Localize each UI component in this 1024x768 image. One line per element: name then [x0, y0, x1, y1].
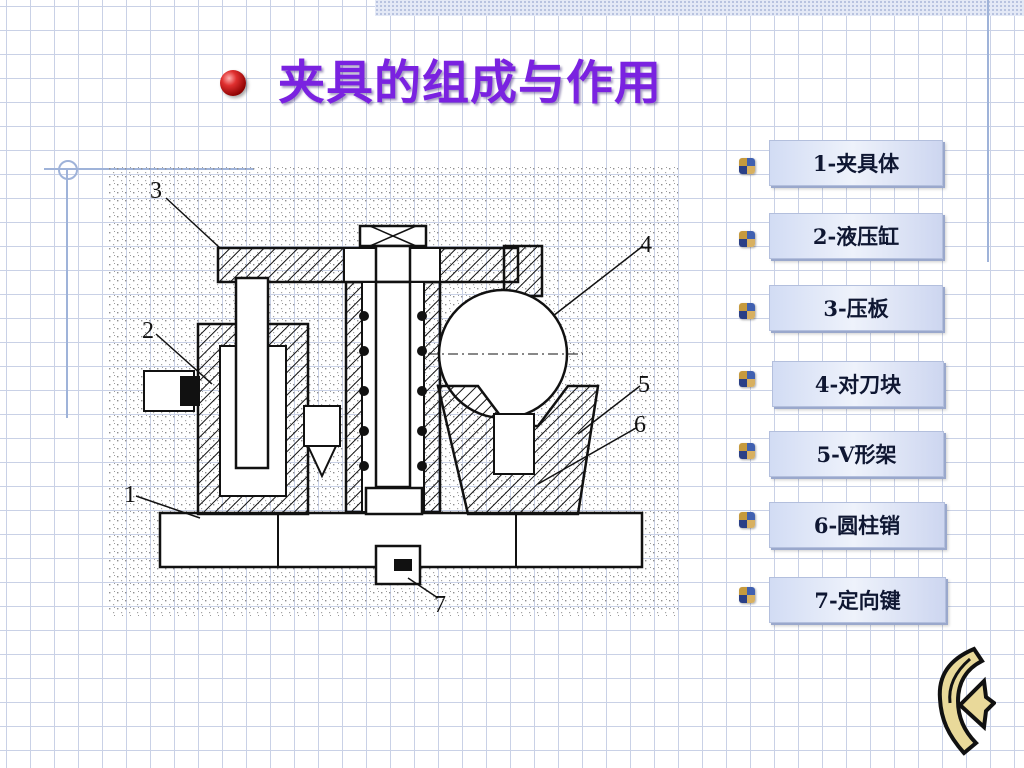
legend-label[interactable]: 5-V形架	[769, 431, 944, 477]
legend-label[interactable]: 7-定向键	[769, 577, 946, 623]
return-arrow-icon[interactable]	[930, 645, 996, 759]
cube-bullet-icon	[739, 303, 755, 319]
decor-circle	[58, 160, 78, 180]
cube-bullet-icon	[739, 371, 755, 387]
title-bullet-icon	[220, 70, 246, 96]
decor-vertical-line	[987, 0, 989, 262]
legend-label[interactable]: 6-圆柱销	[769, 502, 945, 548]
callout-1: 1	[124, 482, 136, 508]
legend-label[interactable]: 3-压板	[769, 285, 943, 331]
legend-label[interactable]: 4-对刀块	[772, 361, 944, 407]
callout-4: 4	[640, 232, 652, 258]
decor-left-line	[66, 168, 68, 418]
cube-bullet-icon	[739, 231, 755, 247]
top-decor-band	[375, 0, 1024, 16]
legend-label[interactable]: 2-液压缸	[769, 213, 943, 259]
legend-label[interactable]: 1-夹具体	[769, 140, 943, 186]
slide-title: 夹具的组成与作用	[278, 56, 662, 111]
fixture-drawing: 3 4 2 5 6 1 7	[108, 166, 678, 616]
callout-3: 3	[150, 178, 162, 204]
callout-7: 7	[434, 592, 446, 616]
callout-5: 5	[638, 372, 650, 398]
callout-2: 2	[142, 318, 154, 344]
cube-bullet-icon	[739, 158, 755, 174]
cube-bullet-icon	[739, 443, 755, 459]
cube-bullet-icon	[739, 587, 755, 603]
cube-bullet-icon	[739, 512, 755, 528]
callout-6: 6	[634, 412, 646, 438]
